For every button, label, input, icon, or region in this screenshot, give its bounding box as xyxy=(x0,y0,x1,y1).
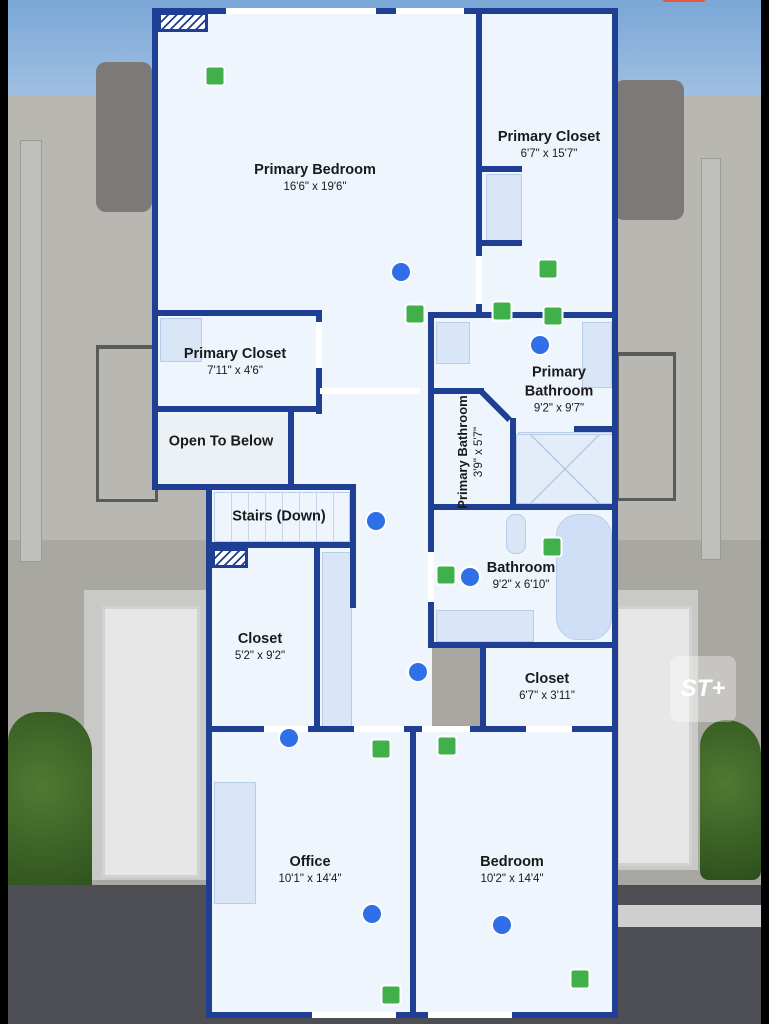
wall xyxy=(428,642,618,648)
hall-closet-fixture xyxy=(322,552,352,730)
wall xyxy=(482,166,522,172)
background-garage-door-right xyxy=(616,606,692,866)
room-bedroom[interactable] xyxy=(414,732,614,1012)
camera-marker[interactable] xyxy=(363,905,381,923)
photo-marker[interactable] xyxy=(571,970,589,988)
doorway xyxy=(316,322,322,368)
room-label-stairs: Stairs (Down) xyxy=(232,508,326,525)
vanity-sink-fixture xyxy=(582,322,612,388)
background-downspout-right xyxy=(701,158,721,560)
office-desk-fixture xyxy=(214,782,256,904)
background-hedge-right xyxy=(700,720,761,880)
bathtub-fixture xyxy=(556,514,612,640)
top-action-tag[interactable] xyxy=(662,0,706,2)
camera-marker[interactable] xyxy=(461,568,479,586)
window xyxy=(428,1012,512,1018)
toilet-fixture xyxy=(506,514,526,554)
background-curb xyxy=(608,905,761,927)
doorway xyxy=(354,726,404,732)
wall xyxy=(428,504,618,510)
background-roof-tiles-right xyxy=(614,80,684,220)
room-primary-bedroom[interactable] xyxy=(156,12,476,314)
wall xyxy=(574,426,614,432)
background-hedge-left xyxy=(8,712,92,898)
camera-marker[interactable] xyxy=(493,916,511,934)
photo-marker[interactable] xyxy=(372,740,390,758)
photo-marker[interactable] xyxy=(382,986,400,1004)
photo-marker[interactable] xyxy=(437,566,455,584)
camera-marker[interactable] xyxy=(367,512,385,530)
brand-logo: ST+ xyxy=(670,656,736,722)
wall xyxy=(206,484,212,1018)
camera-marker[interactable] xyxy=(409,663,427,681)
wall xyxy=(482,240,522,246)
wall xyxy=(428,312,434,646)
wall xyxy=(612,8,618,1018)
wall xyxy=(476,8,482,312)
photo-marker[interactable] xyxy=(539,260,557,278)
shaft-hatch xyxy=(158,12,208,32)
background-downspout-left xyxy=(20,140,42,562)
photo-marker[interactable] xyxy=(206,67,224,85)
doorway xyxy=(428,552,434,602)
window xyxy=(396,8,464,14)
doorway xyxy=(320,388,420,394)
doorway xyxy=(526,726,572,732)
room-closet-small[interactable] xyxy=(482,648,614,728)
wall xyxy=(428,388,484,394)
background-roof-tiles-left xyxy=(96,62,152,212)
closet-shelf-fixture xyxy=(486,174,522,242)
wall xyxy=(152,8,618,14)
wall xyxy=(428,312,614,318)
doorway xyxy=(476,256,482,304)
wall xyxy=(152,8,158,488)
room-open-to-below[interactable] xyxy=(156,414,288,484)
wall xyxy=(510,418,516,506)
photo-marker[interactable] xyxy=(543,538,561,556)
wall xyxy=(288,406,294,488)
shower-drain-fixture xyxy=(516,434,614,504)
camera-marker[interactable] xyxy=(280,729,298,747)
window xyxy=(312,1012,396,1018)
vanity-sink-fixture xyxy=(436,610,534,642)
photo-marker[interactable] xyxy=(493,302,511,320)
wall xyxy=(314,542,320,732)
window xyxy=(226,8,376,14)
wall xyxy=(206,542,356,548)
floor-plan-viewer: ST+ xyxy=(8,0,761,1024)
photo-marker[interactable] xyxy=(438,737,456,755)
background-garage-door-left xyxy=(102,606,200,878)
wall xyxy=(410,726,416,1018)
room-label-open-to-below: Open To Below xyxy=(168,433,274,450)
wall xyxy=(152,406,320,412)
room-closet-hall[interactable] xyxy=(210,548,316,728)
wall xyxy=(152,310,322,316)
wall xyxy=(152,484,352,490)
photo-marker[interactable] xyxy=(544,307,562,325)
camera-marker[interactable] xyxy=(531,336,549,354)
doorway xyxy=(422,726,470,732)
stair-treads xyxy=(214,492,350,542)
vanity-sink-fixture xyxy=(436,322,470,364)
photo-marker[interactable] xyxy=(406,305,424,323)
shaft-hatch xyxy=(212,548,248,568)
closet-shelf-fixture xyxy=(160,318,202,362)
wall xyxy=(480,642,486,732)
camera-marker[interactable] xyxy=(392,263,410,281)
